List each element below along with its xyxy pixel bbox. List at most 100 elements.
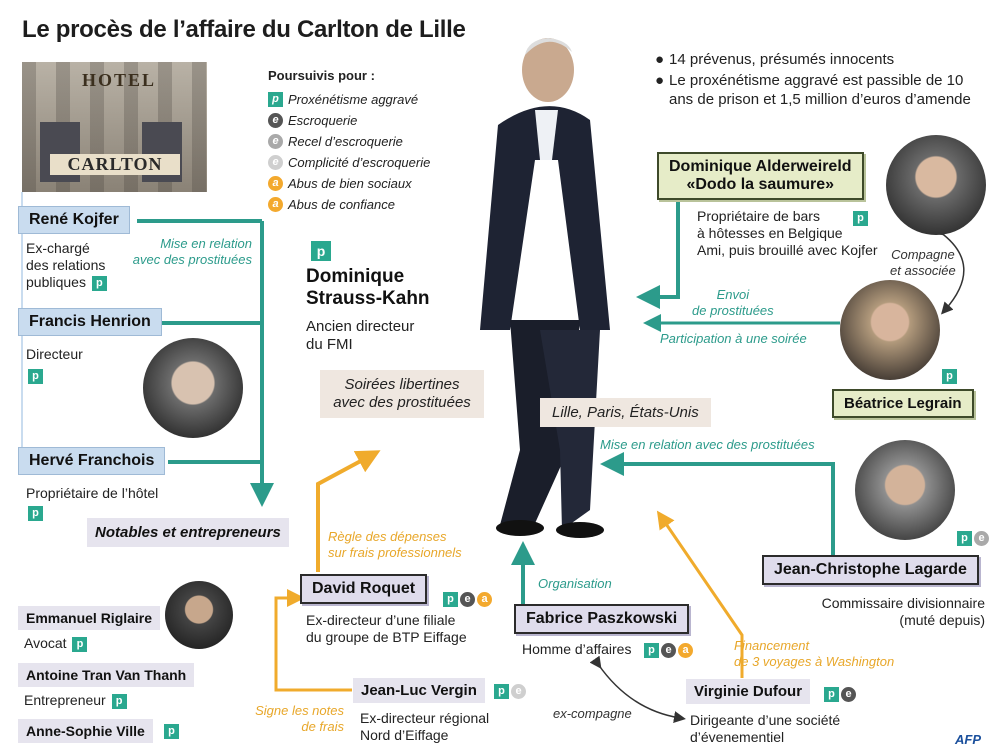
- badge-p-icon: p: [824, 687, 839, 703]
- dsk-name: Dominique Strauss-Kahn: [306, 266, 430, 310]
- label-line: Financement: [734, 638, 810, 653]
- person-lagarde-name: Jean-Christophe Lagarde: [762, 555, 979, 585]
- notables-label: Notables et entrepreneurs: [87, 518, 289, 547]
- envoi-label: Envoi de prostituées: [692, 287, 774, 319]
- legend-heading: Poursuivis pour :: [268, 68, 375, 83]
- badge-p-icon: p: [164, 724, 179, 740]
- label-line: Envoi: [716, 287, 750, 302]
- person-roquet-name: David Roquet: [300, 574, 428, 604]
- label-line: Compagne: [891, 247, 955, 262]
- dsk-role: Ancien directeur du FMI: [306, 318, 414, 354]
- label-line: et associée: [890, 263, 956, 278]
- participation-label: Participation à une soirée: [660, 331, 807, 346]
- afp-logo: AFP: [955, 732, 981, 747]
- bullet-icon: ●: [655, 51, 665, 68]
- person-vergin-role: Ex-directeur régional Nord d’Eiffage: [360, 710, 489, 744]
- person-vergin-name: Jean-Luc Vergin: [353, 678, 485, 703]
- role-line: Avocat: [24, 635, 67, 651]
- label-line: Règle des dépenses: [328, 529, 447, 544]
- badge-a-icon: a: [268, 197, 283, 212]
- person-henrion-role: Directeur: [26, 346, 83, 362]
- ex-compagne-label: ex-compagne: [553, 706, 632, 721]
- person-riglaire-photo: [165, 581, 233, 649]
- person-kojfer-role: Ex-chargé des relations publiques p: [26, 240, 107, 291]
- badge-p-icon: p: [28, 369, 43, 385]
- dsk-name-line: Strauss-Kahn: [306, 288, 430, 309]
- hotel-sign-top: HOTEL: [82, 70, 157, 90]
- badge-e-icon: e: [268, 113, 283, 128]
- legend-label: Escroquerie: [288, 113, 358, 128]
- person-legrain-photo: [840, 280, 940, 380]
- person-dufour-role: Dirigeante d’une société d’évenementiel: [690, 712, 840, 746]
- badge-a-icon: a: [678, 643, 693, 659]
- badge-p-icon: p: [940, 368, 957, 386]
- label-line: Signe les notes: [255, 703, 344, 718]
- badge-e-lighter-icon: e: [511, 684, 526, 700]
- person-riglaire-role: Avocat p: [24, 635, 88, 652]
- financement-label: Financement de 3 voyages à Washington: [734, 638, 894, 670]
- badge-a-icon: a: [477, 592, 492, 608]
- person-paszkowski-name: Fabrice Paszkowski: [514, 604, 690, 634]
- badge-p-icon: p: [443, 592, 458, 608]
- person-paszkowski-role: Homme d’affaires: [522, 641, 631, 658]
- person-henrion-name: Francis Henrion: [18, 308, 162, 336]
- name-text: Anne-Sophie Ville: [26, 723, 145, 739]
- legend-item: e Escroquerie: [268, 110, 468, 131]
- badge-e-icon: e: [661, 643, 676, 659]
- role-line: Nord d’Eiffage: [360, 727, 449, 743]
- person-alderweireld-photo: [886, 135, 986, 235]
- role-line: publiques: [26, 274, 86, 290]
- page-title: Le procès de l’affaire du Carlton de Lil…: [22, 16, 466, 43]
- lagarde-arrow: [600, 452, 835, 556]
- label-line: avec des prostituées: [132, 252, 252, 267]
- person-legrain-name: Béatrice Legrain: [832, 389, 974, 418]
- legend-label: Abus de bien sociaux: [288, 176, 412, 191]
- dsk-name-line: Dominique: [306, 266, 405, 287]
- role-line: Ex-directeur d’une filiale: [306, 612, 456, 628]
- role-line: Ex-chargé: [26, 240, 90, 256]
- regle-label: Règle des dépenses sur frais professionn…: [328, 529, 462, 561]
- name-line: Dominique Alderweireld: [669, 158, 852, 175]
- legend-label: Recel d’escroquerie: [288, 134, 403, 149]
- person-kojfer-name: René Kojfer: [18, 206, 130, 234]
- soirees-label: Soirées libertines avec des prostituées: [320, 370, 484, 418]
- lieux-label: Lille, Paris, États-Unis: [540, 398, 711, 427]
- badge-p-icon: p: [942, 369, 957, 385]
- person-franchois-role: Propriétaire de l’hôtel: [26, 485, 159, 501]
- person-alderweireld-role: Propriétaire de bars à hôtesses en Belgi…: [697, 208, 878, 259]
- dsk-role-line: du FMI: [306, 336, 353, 353]
- person-riglaire-name: Emmanuel Riglaire: [18, 606, 161, 630]
- badge-e-lighter-icon: e: [268, 155, 283, 170]
- badge-p-icon: p: [268, 92, 283, 107]
- label-line: de prostituées: [692, 303, 774, 318]
- badge-p-icon: p: [162, 723, 179, 741]
- person-dufour-name: Virginie Dufour: [686, 679, 811, 704]
- role-line: à hôtesses en Belgique: [697, 225, 843, 241]
- badge-e-light-icon: e: [268, 134, 283, 149]
- badge-e-icon: e: [460, 592, 475, 608]
- role-line: Homme d’affaires: [522, 641, 632, 657]
- role-line: Entrepreneur: [24, 692, 106, 708]
- soirees-line: Soirées libertines: [344, 376, 460, 393]
- badge-p-icon: p: [957, 531, 972, 547]
- legend-item: e Recel d’escroquerie: [268, 131, 468, 152]
- hotel-sign-bottom: CARLTON: [50, 154, 180, 175]
- person-roquet-role: Ex-directeur d’une filiale du groupe de …: [306, 612, 467, 646]
- organisation-label: Organisation: [538, 576, 612, 591]
- soirees-line: avec des prostituées: [333, 394, 471, 411]
- legend-item: a Abus de bien sociaux: [268, 173, 468, 194]
- role-line: des relations: [26, 257, 106, 273]
- role-line: (muté depuis): [899, 612, 985, 628]
- person-tranvanthanh-role: Entrepreneur p: [24, 692, 127, 709]
- role-line: du groupe de BTP Eiffage: [306, 629, 467, 645]
- person-franchois-name: Hervé Franchois: [18, 447, 166, 475]
- person-lagarde-photo: [855, 440, 955, 540]
- role-line: Ex-directeur régional: [360, 710, 490, 726]
- badge-p-icon: p: [26, 505, 43, 523]
- badge-a-icon: a: [268, 176, 283, 191]
- label-line: Mise en relation: [160, 236, 252, 251]
